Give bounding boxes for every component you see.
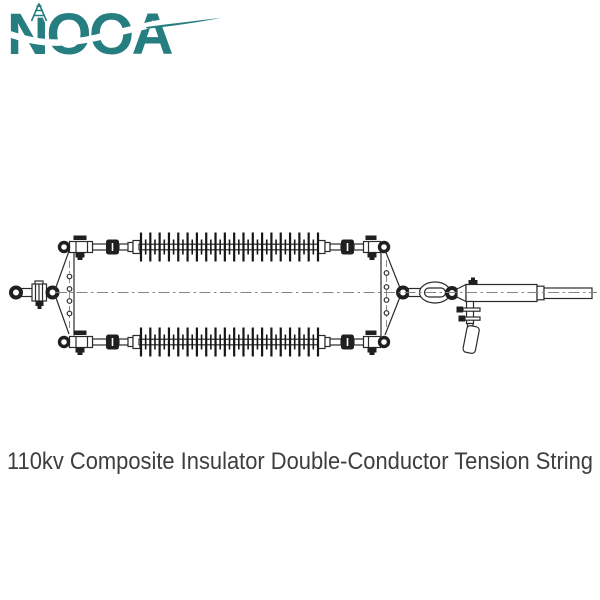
- insulator-sheds-top: [139, 232, 320, 262]
- jumper-bolt-head: [456, 306, 463, 313]
- jumper-bolt-head: [458, 315, 465, 322]
- tension-string-diagram: [9, 232, 597, 357]
- clamp-bolt-head: [468, 280, 478, 285]
- right-yoke-plate: [380, 249, 410, 336]
- tension-clamp-assembly: [407, 277, 593, 354]
- brand-logo: NOOA: [0, 1, 222, 67]
- brand-logo-text: NOOA: [7, 2, 173, 67]
- left-yoke-plate-holes: [66, 273, 73, 317]
- jumper-terminal: [456, 300, 481, 354]
- tower-side-eye-link: [9, 280, 60, 309]
- jumper-lug: [462, 325, 480, 354]
- left-attachment-eye: [9, 285, 23, 300]
- insulator-sheds-bottom: [139, 327, 320, 357]
- transmission-tower-icon: [29, 1, 49, 24]
- logo-wave-swoosh: [0, 17, 176, 46]
- clevis-bolt-head: [365, 235, 377, 240]
- clevis-eye: [377, 240, 391, 254]
- clevis-bolt-head: [73, 235, 87, 240]
- conductor: [543, 287, 593, 300]
- product-caption: 110kv Composite Insulator Double-Conduct…: [7, 448, 593, 475]
- right-yoke-plate-holes: [383, 270, 390, 316]
- left-yoke-plate: [54, 249, 75, 336]
- link-bolt-nut: [35, 301, 44, 306]
- clevis-eye: [57, 240, 71, 254]
- logo-wave-tail: [146, 17, 222, 29]
